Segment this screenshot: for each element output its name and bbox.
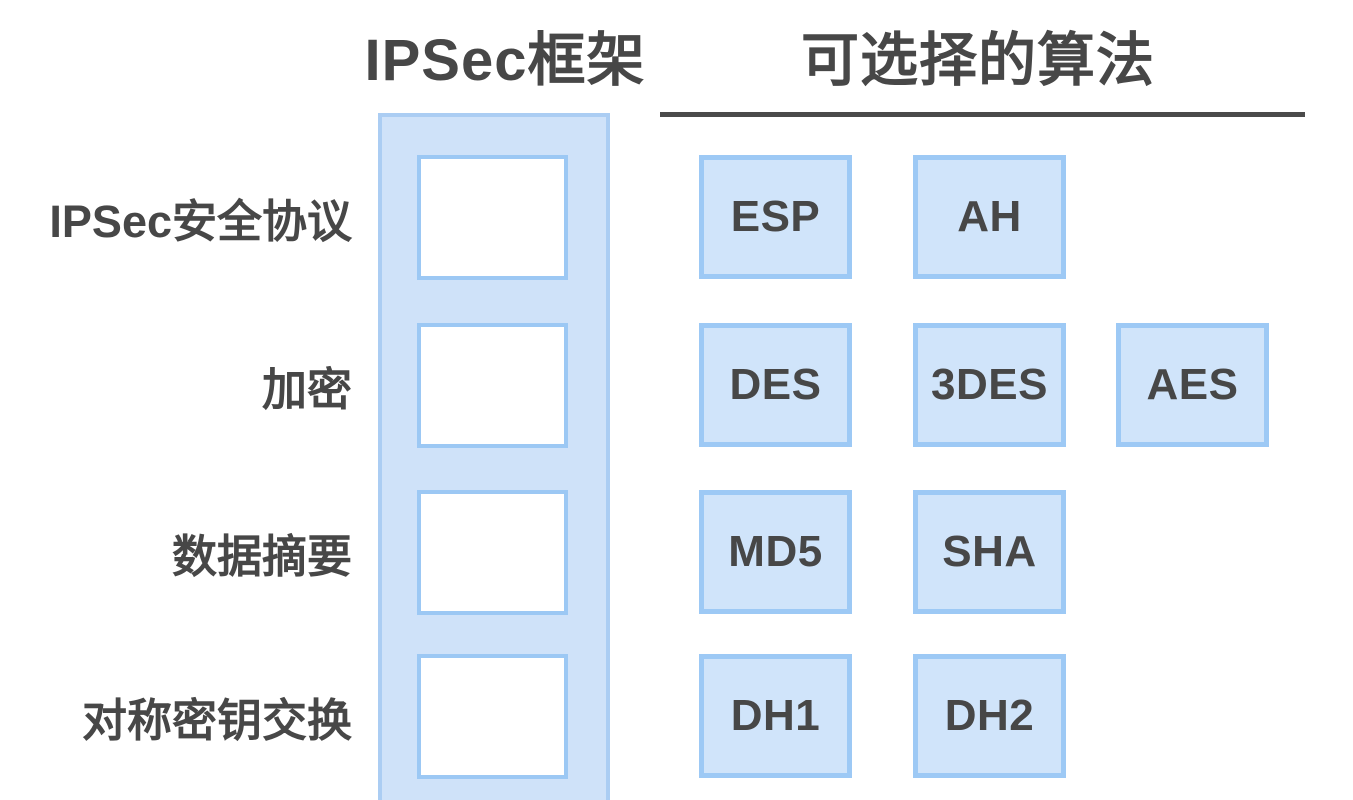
algo-box-dh1: DH1: [699, 654, 852, 778]
framework-column: [378, 113, 610, 800]
algorithms-underline: [660, 112, 1305, 117]
algo-box-des: DES: [699, 323, 852, 447]
algo-box-esp: ESP: [699, 155, 852, 279]
algorithms-title: 可选择的算法: [800, 28, 1155, 93]
row-label-key-exchange: 对称密钥交换: [81, 694, 352, 746]
framework-slot-key-exchange: [417, 654, 568, 779]
algo-box-sha: SHA: [913, 490, 1066, 614]
algo-box-aes: AES: [1116, 323, 1269, 447]
algo-box-md5: MD5: [699, 490, 852, 614]
row-label-security-protocol: IPSec安全协议: [49, 195, 352, 247]
algo-box-dh2: DH2: [913, 654, 1066, 778]
framework-slot-encryption: [417, 323, 568, 448]
framework-slot-security-protocol: [417, 155, 568, 280]
algo-box-3des: 3DES: [913, 323, 1066, 447]
row-label-encryption: 加密: [261, 363, 352, 415]
algo-box-ah: AH: [913, 155, 1066, 279]
framework-slot-digest: [417, 490, 568, 615]
framework-title: IPSec框架: [364, 28, 646, 93]
row-label-digest: 数据摘要: [171, 530, 352, 582]
